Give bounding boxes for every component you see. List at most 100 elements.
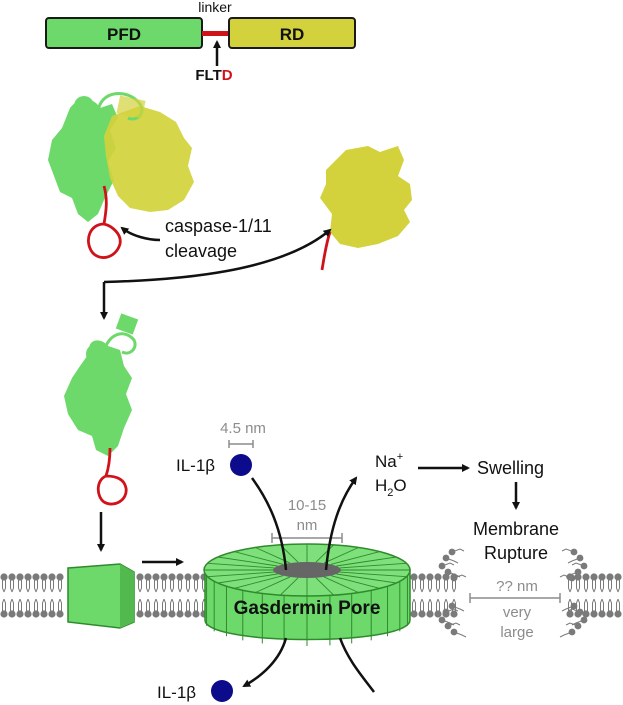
- pore-top-rib: [217, 556, 278, 567]
- water-subscript: 2: [387, 487, 393, 499]
- lipid-tail: [138, 598, 142, 611]
- pore-top-rib: [280, 577, 299, 596]
- lipid-head: [410, 610, 418, 618]
- sodium-label: Na+: [375, 451, 403, 471]
- ruptured-lipid-tail: [441, 562, 455, 567]
- pfd-label: PFD: [107, 25, 141, 44]
- lipid-head: [418, 573, 426, 581]
- ruptured-lipid-tail: [447, 622, 461, 627]
- lipid-head: [574, 573, 582, 581]
- lipid-head: [136, 610, 144, 618]
- lipid-tail: [10, 580, 14, 593]
- lipid-tail: [452, 580, 456, 593]
- lipid-head: [32, 573, 40, 581]
- released-rd-linker: [320, 231, 332, 271]
- lipid-head: [168, 610, 176, 618]
- lipid-head: [184, 610, 192, 618]
- domain-bar: PFD RD linker FLTD: [45, 0, 356, 84]
- lipid-tail: [162, 598, 166, 611]
- pore-diameter-value: 10-15: [288, 497, 326, 514]
- lipid-tail: [10, 598, 14, 611]
- lipid-tail: [608, 580, 612, 593]
- ruptured-lipid-tail: [567, 557, 581, 564]
- water-label: H2O: [375, 476, 407, 499]
- gasdermin-pore: Gasdermin Pore: [203, 543, 411, 646]
- ruptured-lipid-tail: [453, 574, 467, 579]
- lipid-head: [56, 573, 64, 581]
- lipid-head: [168, 573, 176, 581]
- lipid-tail: [600, 580, 604, 593]
- ruptured-lipid-tail: [561, 548, 575, 553]
- lipid-tail: [608, 598, 612, 611]
- lipid-tail: [592, 580, 596, 593]
- rd-loop-box: [116, 95, 146, 119]
- il1b-top: 4.5 nm IL-1β: [176, 420, 266, 476]
- lipid-tail: [616, 598, 620, 611]
- lipid-head: [434, 573, 442, 581]
- il1b-size-label: 4.5 nm: [220, 420, 266, 437]
- rupture-label-line1: Membrane: [473, 519, 559, 539]
- lipid-tail: [42, 580, 46, 593]
- lipid-head: [8, 610, 16, 618]
- il1b-exit-path: [250, 477, 288, 571]
- lipid-tail: [50, 580, 54, 593]
- full-length-gasdermin: [48, 92, 194, 259]
- lipid-tail: [412, 598, 416, 611]
- lipid-head: [144, 573, 152, 581]
- released-rd-structure: [320, 146, 412, 248]
- lipid-head: [590, 573, 598, 581]
- motif-prefix: FLT: [195, 67, 221, 84]
- lipid-tail: [162, 580, 166, 593]
- lipid-tail: [58, 598, 62, 611]
- lipid-head: [0, 573, 8, 581]
- freed-pfd-red-loop: [96, 447, 128, 506]
- ruptured-lipid-tail: [561, 605, 575, 612]
- pfd-structure: [48, 99, 118, 222]
- lipid-head: [176, 610, 184, 618]
- pore-diameter-unit: nm: [297, 517, 318, 534]
- lipid-tail: [428, 598, 432, 611]
- inserted-monomer: [67, 563, 135, 629]
- linker-label: linker: [198, 0, 232, 15]
- freed-pfd-structure: [64, 340, 132, 456]
- lipid-tail: [186, 580, 190, 593]
- rd-domain-box: [228, 17, 356, 49]
- lipid-head: [418, 610, 426, 618]
- freed-pfd-loop: [102, 332, 137, 355]
- lipid-tail: [170, 580, 174, 593]
- pore-top-rib: [336, 556, 397, 567]
- sodium-charge: +: [397, 451, 403, 463]
- lipid-head: [450, 610, 458, 618]
- swelling-label: Swelling: [477, 458, 544, 478]
- lipid-tail: [576, 598, 580, 611]
- ruptured-lipid-tail: [445, 557, 459, 564]
- ruptured-lipid-tail: [565, 622, 579, 627]
- ruptured-lipid-tail: [445, 608, 459, 613]
- lipid-tail: [444, 598, 448, 611]
- lipid-tail: [186, 598, 190, 611]
- pore-top-rib: [330, 551, 380, 565]
- cleavage-arrow: [120, 226, 161, 242]
- enzyme-label: caspase-1/11: [165, 216, 272, 236]
- lipid-head: [606, 610, 614, 618]
- ruptured-lipid-tail: [567, 608, 581, 613]
- lipid-head: [192, 573, 200, 581]
- pore-top-rib: [315, 577, 334, 596]
- lipid-tail: [194, 598, 198, 611]
- ruptured-lipid-tail: [571, 562, 585, 567]
- lipid-tail: [154, 598, 158, 611]
- lipid-head: [160, 573, 168, 581]
- lipid-head: [48, 610, 56, 618]
- membrane-bilayer: [0, 573, 622, 618]
- lipid-head: [152, 610, 160, 618]
- rd-label: RD: [280, 25, 305, 44]
- lipid-tail: [18, 580, 22, 593]
- lipid-tail: [26, 598, 30, 611]
- ruptured-lipid-tail: [451, 548, 465, 553]
- split-arrow-to-rd: [103, 228, 332, 284]
- lipid-head: [598, 573, 606, 581]
- lipid-head: [614, 610, 622, 618]
- lipid-tail: [146, 598, 150, 611]
- pore-top-rib: [323, 547, 359, 564]
- released-rd: [320, 146, 412, 271]
